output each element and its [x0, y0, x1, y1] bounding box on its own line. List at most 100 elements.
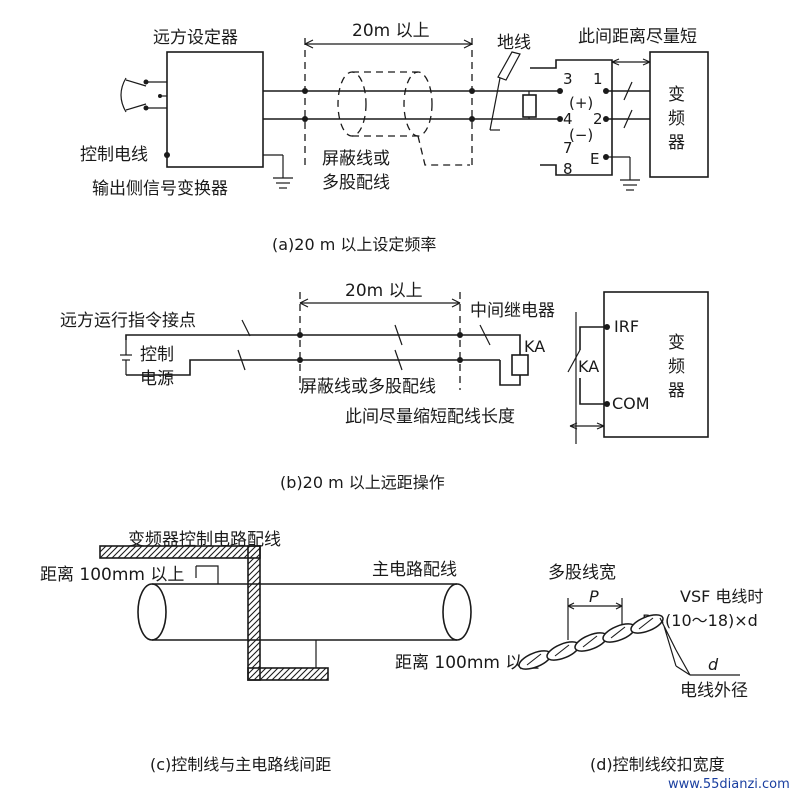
hatch-line	[247, 587, 261, 601]
hatch-line	[117, 545, 131, 559]
hatch-line	[247, 641, 261, 655]
shield-cable-left-end	[337, 71, 367, 137]
hatch-line	[319, 671, 329, 681]
hatch-line	[247, 575, 261, 589]
hatch-line	[159, 545, 173, 559]
hatch-line	[277, 667, 291, 681]
hatch-line	[141, 545, 155, 559]
hatch-line	[325, 677, 329, 681]
twist-segment	[602, 623, 636, 643]
inverter-box-a	[649, 51, 709, 178]
terminal-2: 2	[593, 110, 603, 128]
outer-dia-label: 电线外径	[680, 681, 748, 701]
hatch-line	[165, 545, 179, 559]
hatch-line	[247, 569, 261, 583]
caption-a: (a)20 m 以上设定频率	[272, 235, 436, 254]
keep-short-label: 此间距离尽量短	[578, 27, 697, 47]
hatch-line	[177, 545, 191, 559]
panel-d: 多股线宽 P VSF 电线时 P=(10〜18)×d d 电线外径 (d)控制线…	[518, 563, 763, 774]
distance-label-b: 20m 以上	[345, 281, 423, 301]
duct-hatching	[99, 545, 329, 681]
hatch-line	[289, 667, 303, 681]
hatch-line	[225, 545, 239, 559]
hatch-line	[253, 667, 267, 681]
hatch-line	[111, 545, 125, 559]
main-wiring-label: 主电路配线	[372, 560, 457, 580]
inverter-label-a1: 变	[668, 85, 685, 105]
terminal-E: E	[590, 150, 599, 168]
hatch-line	[247, 623, 261, 637]
hatch-line	[247, 667, 261, 681]
twist-stripe	[554, 644, 570, 657]
control-power-label2: 电源	[140, 369, 174, 389]
hatch-line	[247, 617, 261, 631]
hatch-line	[201, 545, 215, 559]
hatch-line	[189, 545, 203, 559]
twist-segment	[574, 632, 608, 652]
terminal-3: 3	[563, 70, 573, 88]
remote-setter-label: 远方设定器	[153, 28, 238, 48]
hatch-line	[243, 545, 257, 559]
hatch-line	[247, 557, 255, 565]
twist-stripe	[582, 635, 598, 648]
hatch-line	[247, 581, 261, 595]
hatch-line	[247, 611, 261, 625]
hatch-line	[231, 545, 245, 559]
hatch-line	[257, 665, 261, 669]
ka-label-2: KA	[578, 357, 599, 376]
ground-wire-label: 地线	[497, 33, 531, 53]
knob-symbol	[120, 77, 127, 113]
main-cable-left-end	[137, 583, 167, 641]
irf-label: IRF	[614, 317, 639, 336]
inverter-label-a2: 频	[668, 109, 685, 129]
plus-sign: (+)	[569, 94, 593, 112]
ka-label-1: KA	[524, 337, 545, 356]
twist-stripe	[638, 617, 654, 630]
shield-cable-right-end	[403, 71, 433, 137]
hatch-line	[237, 545, 251, 559]
vsf-label: VSF 电线时	[680, 587, 763, 606]
hatch-line	[247, 563, 261, 577]
hatch-line	[247, 605, 261, 619]
distance-bottom-label: 距离 100mm 以上	[395, 653, 539, 673]
hatch-line	[255, 553, 261, 559]
hatch-line	[183, 545, 197, 559]
main-cable-right-end	[442, 583, 472, 641]
control-wire-terminal	[164, 152, 170, 158]
twisted-pair	[518, 614, 677, 670]
hatch-line	[99, 545, 107, 553]
hatch-line	[135, 545, 149, 559]
d-label: d	[708, 655, 719, 674]
terminal-8: 8	[563, 160, 573, 178]
hatch-line	[265, 667, 279, 681]
relay-coil	[511, 354, 529, 376]
twisted-width-label: 多股线宽	[548, 563, 616, 583]
watermark: www.55dianzi.com	[668, 777, 790, 792]
inverter-box-b	[603, 291, 709, 438]
hatch-line	[247, 599, 261, 613]
hatch-line	[153, 545, 167, 559]
signal-converter-label: 输出侧信号变换器	[92, 179, 228, 199]
relay-label: 中间继电器	[470, 301, 555, 321]
distance-top-label: 距离 100mm 以上	[40, 565, 184, 585]
inverter-label-b3: 器	[668, 381, 685, 401]
distance-label-a: 20m 以上	[352, 21, 430, 41]
hatch-line	[99, 545, 113, 559]
hatch-line	[247, 647, 261, 661]
minus-sign: (−)	[569, 126, 593, 144]
panel-c: 变频器控制电路配线 距离 100mm 以上 主电路配线 距离 100mm 以上 …	[40, 530, 539, 774]
hatch-line	[313, 667, 327, 681]
shield-label-a2: 多股配线	[322, 173, 390, 193]
caption-d: (d)控制线绞扣宽度	[590, 755, 725, 774]
shield-label-a1: 屏蔽线或	[322, 149, 390, 169]
hatch-line	[249, 547, 261, 559]
hatch-line	[251, 659, 261, 669]
wire-ends	[659, 617, 677, 667]
hatch-line	[105, 545, 119, 559]
hatch-line	[171, 545, 185, 559]
hatch-line	[147, 545, 161, 559]
terminal-block	[530, 59, 613, 176]
hatch-line	[301, 667, 315, 681]
inverter-label-b1: 变	[668, 333, 685, 353]
